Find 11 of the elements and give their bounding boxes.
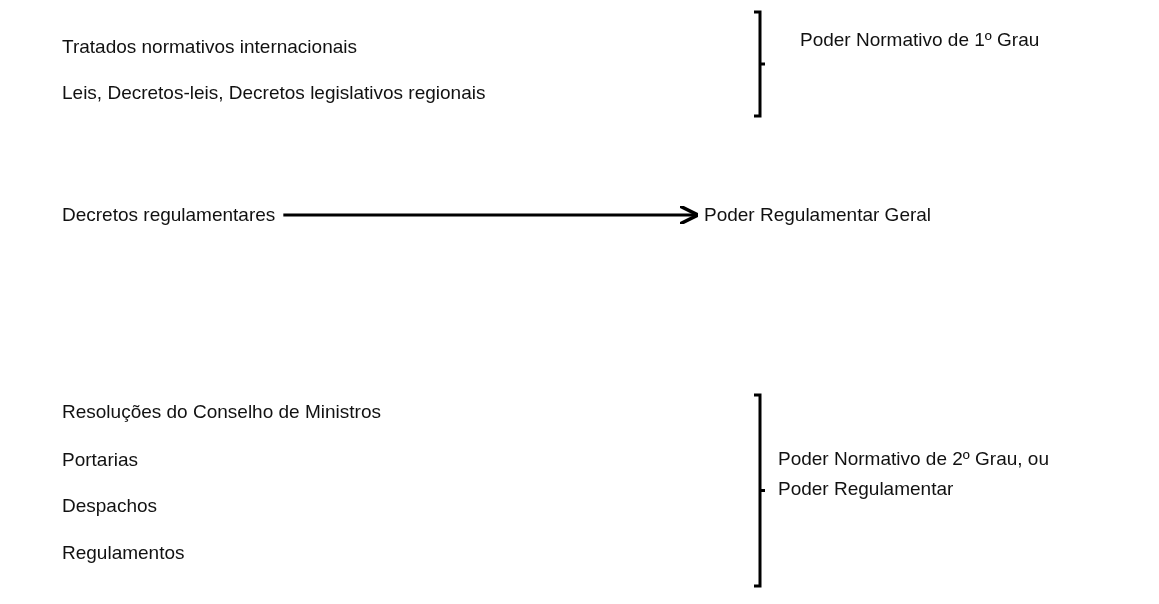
norm-label: Regulamentos [62,541,185,565]
category-label: Poder Normativo de 2º Grau, ou Poder Regulamentar [778,447,1050,501]
arrow [283,204,700,226]
category-label: Poder Normativo de 1º Grau [800,28,1040,52]
norm-label: Portarias [62,448,139,472]
norm-label: Despachos [62,494,158,518]
norm-label: Decretos regulamentares [62,200,276,230]
category-label: Poder Regulamentar Geral [704,200,932,230]
norm-label: Leis, Decretos-leis, Decretos legislativos regionais [62,81,486,105]
norm-label: Tratados normativos internacionais [62,35,357,59]
norm-label: Resoluções do Conselho de Ministros [62,400,381,424]
